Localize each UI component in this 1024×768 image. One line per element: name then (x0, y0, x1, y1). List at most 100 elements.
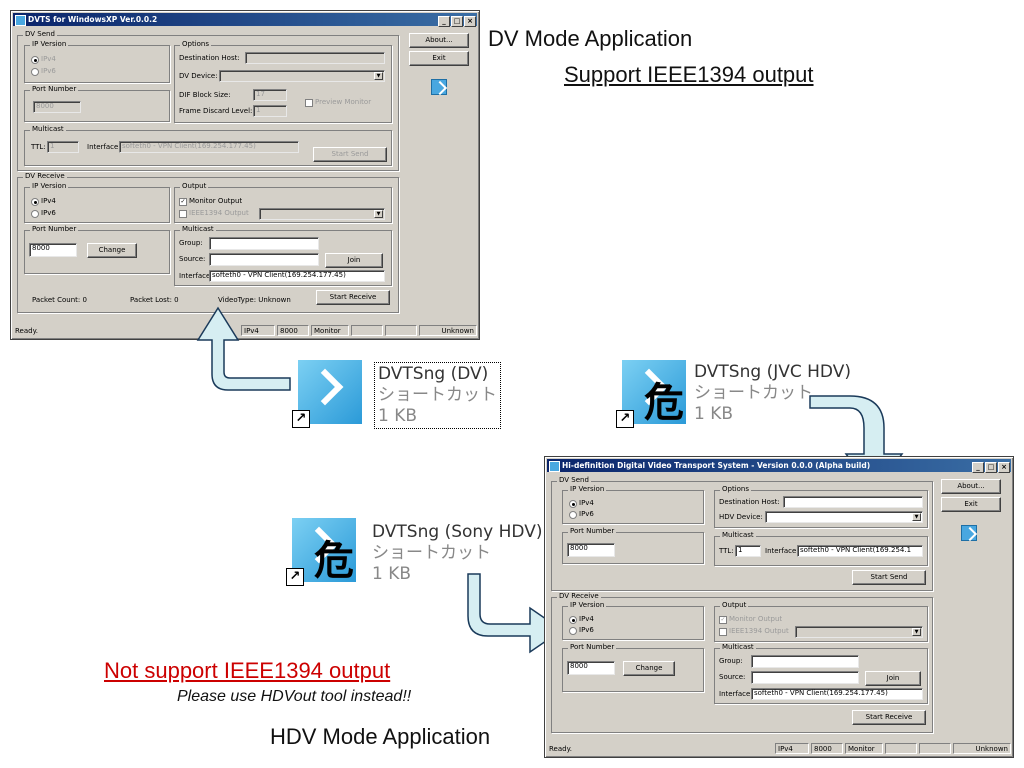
shortcut-sony-label[interactable]: DVTSng (Sony HDV) ショートカット 1 KB (372, 522, 542, 585)
hdv-recv-ipv6-radio[interactable] (569, 627, 577, 635)
output-label: Output (180, 182, 209, 190)
hdv-monitor-output-checkbox[interactable]: ✓ (719, 616, 727, 624)
shortcut-name: DVTSng (JVC HDV) (694, 362, 851, 382)
hdv-status-ipv4: IPv4 (775, 743, 809, 754)
dvts-hdv-shortcut-icon[interactable]: 危 ↗ (286, 518, 356, 586)
dif-block-size-select[interactable]: 17 (253, 89, 287, 101)
status-empty-2 (385, 325, 417, 336)
status-ipv4: IPv4 (241, 325, 275, 336)
dvts-hdv-shortcut-icon[interactable]: 危 ↗ (616, 360, 686, 428)
start-send-button[interactable]: Start Send (313, 147, 387, 162)
dvts-app-icon (431, 79, 447, 95)
hdv-port-number-field[interactable]: 8000 (567, 543, 615, 557)
recv-ipv6-radio[interactable] (31, 210, 39, 218)
ieee1394-device-select[interactable]: ▼ (259, 208, 385, 220)
dv-status-bar: Ready. IPv4 8000 Monitor Unknown (13, 325, 477, 337)
dv-send-group: DV Send IP Version IPv4 IPv6 Port Number… (17, 30, 399, 171)
interface-select-send[interactable]: softeth0 - VPN Client(169.254.177.45) (119, 141, 299, 153)
recv-ipv4-radio[interactable] (31, 198, 39, 206)
hdv-interface-label: Interface: (765, 547, 799, 555)
hdv-source-field[interactable] (751, 671, 859, 684)
hdv-interface-select-send[interactable]: softeth0 - VPN Client(169.254.1 (797, 545, 923, 557)
hdv-ttl-field[interactable]: 1 (735, 545, 761, 557)
hdv-ipv4-radio[interactable] (569, 500, 577, 508)
shortcut-jvc-label[interactable]: DVTSng (JVC HDV) ショートカット 1 KB (694, 362, 851, 425)
hdv-status-empty-2 (919, 743, 951, 754)
shortcut-type: ショートカット (694, 383, 813, 403)
shortcut-name: DVTSng (DV) (378, 364, 489, 384)
maximize-button[interactable]: □ (985, 462, 997, 473)
hdv-start-send-button[interactable]: Start Send (852, 570, 926, 585)
minimize-button[interactable]: _ (972, 462, 984, 473)
preview-monitor-label: Preview Monitor (315, 98, 372, 106)
shortcut-type: ショートカット (378, 385, 497, 405)
shortcut-type: ショートカット (372, 543, 491, 563)
hdv-group-label: Group: (719, 657, 743, 665)
hdv-multicast-group: Multicast TTL: 1 Interface: softeth0 - V… (714, 531, 928, 566)
status-empty-1 (351, 325, 383, 336)
port-number-field[interactable]: 8000 (33, 101, 81, 113)
frame-discard-label: Frame Discard Level: (179, 107, 253, 115)
chevron-down-icon: ▼ (912, 513, 921, 521)
hdv-device-select[interactable]: ▼ (765, 511, 923, 523)
start-receive-button[interactable]: Start Receive (316, 290, 390, 305)
hdv-about-button[interactable]: About... (941, 479, 1001, 494)
close-button[interactable]: × (998, 462, 1010, 473)
hdv-recv-port-number-field[interactable]: 8000 (567, 661, 615, 675)
hdv-ip-version-label: IP Version (568, 485, 607, 493)
hdv-recv-ipv4-label: IPv4 (579, 615, 594, 623)
ipv4-radio[interactable] (31, 56, 39, 64)
group-field[interactable] (209, 237, 319, 250)
dv-device-select[interactable]: ▼ (219, 70, 385, 82)
minimize-button[interactable]: _ (438, 16, 450, 27)
ieee1394-output-checkbox[interactable] (179, 210, 187, 218)
join-button[interactable]: Join (325, 253, 383, 268)
dvts-shortcut-icon[interactable]: ↗ (292, 360, 362, 428)
hdv-output-label: Output (720, 601, 749, 609)
hdv-port-number-label: Port Number (568, 527, 617, 535)
hdv-start-receive-button[interactable]: Start Receive (852, 710, 926, 725)
hdv-ipv6-radio[interactable] (569, 511, 577, 519)
hdv-status-empty-1 (885, 743, 917, 754)
hdv-group-field[interactable] (751, 655, 859, 668)
monitor-output-checkbox[interactable]: ✓ (179, 198, 187, 206)
hdv-recv-ipv4-radio[interactable] (569, 616, 577, 624)
close-button[interactable]: × (464, 16, 476, 27)
monitor-output-label: Monitor Output (189, 197, 243, 205)
arrow-icon (306, 368, 344, 406)
hdv-recv-port-number-label: Port Number (568, 643, 617, 651)
source-field[interactable] (209, 253, 319, 266)
hdv-destination-host-field[interactable] (783, 496, 923, 508)
hdv-join-button[interactable]: Join (865, 671, 921, 686)
hdv-ieee1394-device-select[interactable]: ▼ (795, 626, 923, 638)
maximize-button[interactable]: □ (451, 16, 463, 27)
recv-ip-version-group: IP Version IPv4 IPv6 (24, 182, 170, 223)
recv-port-number-field[interactable]: 8000 (29, 243, 77, 257)
frame-discard-select[interactable]: 1 (253, 105, 287, 117)
multicast-group: Multicast TTL: 1 Interface: softeth0 - V… (24, 125, 392, 166)
shortcut-badge-icon: ↗ (616, 410, 634, 428)
dv-window-title: DVTS for WindowsXP Ver.0.0.2 (28, 15, 158, 24)
shortcut-size: 1 KB (378, 406, 418, 426)
preview-monitor-checkbox[interactable] (305, 99, 313, 107)
interface-select-recv[interactable]: softeth0 - VPN Client(169.254.177.45) (209, 270, 385, 282)
hdv-interface-select-recv[interactable]: softeth0 - VPN Client(169.254.177.45) (751, 688, 923, 700)
destination-host-field[interactable] (245, 52, 385, 64)
hdv-ieee1394-output-label: IEEE1394 Output (729, 627, 789, 635)
hdv-ieee1394-output-checkbox[interactable] (719, 628, 727, 636)
exit-button[interactable]: Exit (409, 51, 469, 66)
about-button[interactable]: About... (409, 33, 469, 48)
hdv-mode-caption: HDV Mode Application (270, 724, 491, 749)
hdv-window-titlebar[interactable]: Hi-definition Digital Video Transport Sy… (547, 459, 1011, 473)
ieee1394-output-label: IEEE1394 Output (189, 209, 249, 217)
change-button[interactable]: Change (87, 243, 137, 258)
shortcut-dv-label[interactable]: DVTSng (DV) ショートカット 1 KB (374, 362, 501, 429)
dv-window-titlebar[interactable]: DVTS for WindowsXP Ver.0.0.2 _□× (13, 13, 477, 27)
ipv6-radio[interactable] (31, 68, 39, 76)
hdv-exit-button[interactable]: Exit (941, 497, 1001, 512)
ipv6-label: IPv6 (41, 67, 56, 75)
ttl-field[interactable]: 1 (47, 141, 79, 153)
packet-lost: Packet Lost: 0 (130, 296, 179, 304)
source-label: Source: (179, 255, 206, 263)
hdv-change-button[interactable]: Change (623, 661, 675, 676)
